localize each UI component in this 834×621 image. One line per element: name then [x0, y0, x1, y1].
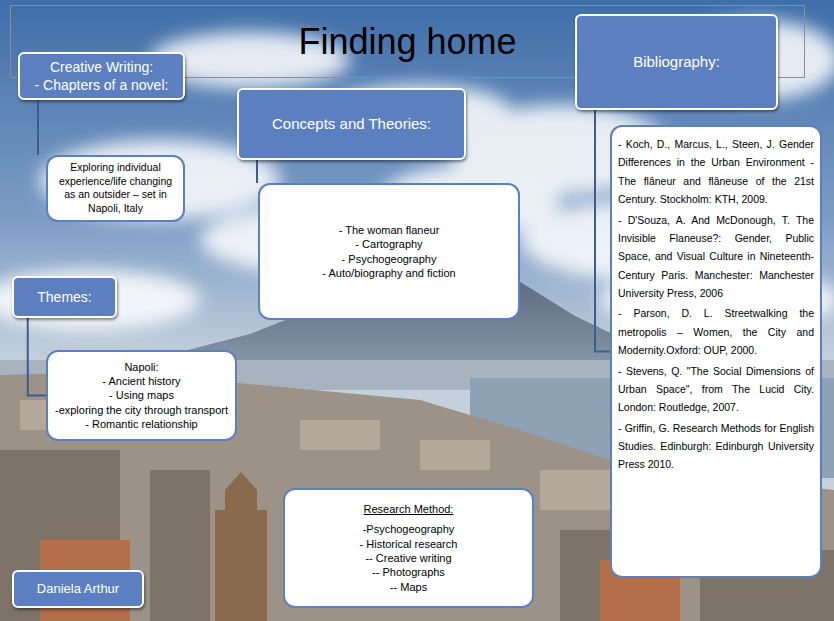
content-box: Exploring individual experience/life cha… [46, 155, 185, 222]
section-heading: Bibliography: [575, 14, 778, 110]
heading-text: Bibliography: [585, 52, 768, 72]
body-text: - Cartography [268, 237, 510, 251]
connector-line [595, 110, 610, 352]
body-text: - Ancient history [54, 374, 229, 388]
bibliography-box: - Koch, D., Marcus, L., Steen, J. Gender… [610, 125, 822, 578]
body-text: Exploring individual experience/life cha… [54, 161, 177, 216]
reference-entry: - Griffin, G. Research Methods for Engli… [618, 419, 814, 474]
section-heading: Themes: [12, 276, 117, 318]
heading-text: Concepts and Theories: [247, 114, 456, 134]
body-text: Napoli: [54, 360, 229, 374]
heading-text: Creative Writing: [26, 58, 177, 76]
body-text: Research Method: [293, 502, 524, 516]
connector-line [37, 100, 39, 155]
content-box: Napoli:- Ancient history- Using maps-exp… [46, 350, 237, 441]
body-text: -Psychogeography [293, 522, 524, 536]
reference-entry: - Stevens, Q. "The Social Dimensions of … [618, 362, 814, 417]
reference-entry: - D'Souza, A. And McDonough, T. The Invi… [618, 211, 814, 303]
content-box: - The woman flaneur- Cartography- Psycho… [258, 183, 520, 320]
section-heading: Concepts and Theories: [237, 88, 466, 160]
heading-text: - Chapters of a novel: [26, 76, 177, 94]
body-text: - Using maps [54, 388, 229, 402]
poster-title: Finding home [298, 21, 516, 63]
heading-text: Themes: [20, 288, 109, 306]
body-text: - Romantic relationship [54, 417, 229, 431]
body-text: -- Maps [293, 580, 524, 594]
heading-text: Daniela Arthur [20, 581, 136, 598]
body-text: -- Creative writing [293, 551, 524, 565]
connector-line [28, 318, 46, 396]
body-text: -- Photographs [293, 565, 524, 579]
connector-line [256, 160, 258, 183]
body-text: - Auto/biography and fiction [268, 266, 510, 280]
body-text: - Historical research [293, 537, 524, 551]
author-box: Daniela Arthur [12, 570, 144, 608]
reference-entry: - Koch, D., Marcus, L., Steen, J. Gender… [618, 135, 814, 209]
reference-entry: - Parson, D. L. Streetwalking the metrop… [618, 304, 814, 359]
body-text: - The woman flaneur [268, 223, 510, 237]
content-box: Research Method: -Psychogeography- Histor… [283, 488, 534, 608]
body-text: -exploring the city through transport [54, 403, 229, 417]
body-text: - Psychogeography [268, 252, 510, 266]
section-heading: Creative Writing:- Chapters of a novel: [18, 52, 185, 100]
